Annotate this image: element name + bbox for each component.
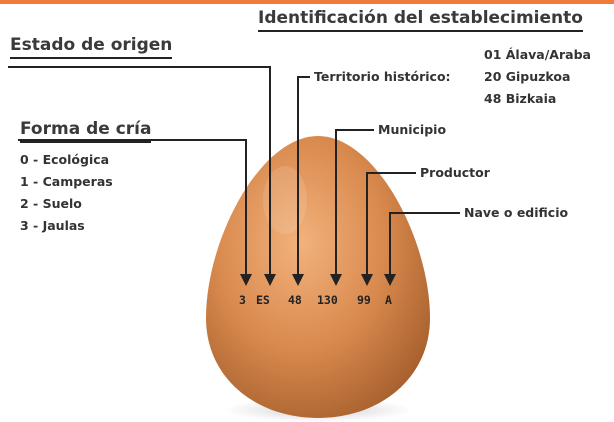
- heading-origin: Estado de origen: [10, 35, 173, 59]
- egg: [206, 136, 430, 418]
- farming-methods-list: 0 - Ecológica 1 - Camperas 2 - Suelo 3 -…: [20, 149, 113, 237]
- arrow-building: [384, 212, 460, 286]
- territory-label: Territorio histórico:: [314, 69, 451, 84]
- building-label: Nave o edificio: [464, 205, 569, 220]
- egg-code-building: A: [385, 293, 392, 307]
- accent-top-bar: [0, 0, 614, 4]
- farming-method: 0 - Ecológica: [20, 152, 110, 167]
- producer-label: Productor: [420, 165, 490, 180]
- egg-code-farming: 3: [239, 293, 246, 307]
- egg-code-territory: 48: [288, 293, 302, 307]
- farming-method: 1 - Camperas: [20, 174, 113, 189]
- egg-code-origin: ES: [256, 293, 270, 307]
- egg-highlight: [263, 166, 307, 234]
- territory-item: 20 Gipuzkoa: [484, 69, 571, 84]
- egg-code-municipality: 130: [317, 293, 338, 307]
- arrow-farming: [18, 139, 252, 286]
- territory-item: 48 Bizkaia: [484, 91, 557, 106]
- farming-method: 3 - Jaulas: [20, 218, 85, 233]
- egg-code: 3 ES 48 130 99 A: [239, 293, 409, 309]
- egg-code-producer: 99: [357, 293, 371, 307]
- heading-farming: Forma de cría: [20, 119, 152, 143]
- arrow-municipality: [330, 129, 374, 286]
- arrow-origin: [8, 66, 276, 286]
- farming-method: 2 - Suelo: [20, 196, 82, 211]
- municipality-label: Municipio: [378, 122, 447, 137]
- heading-establishment: Identificación del establecimiento: [258, 8, 583, 32]
- arrow-territory: [292, 76, 310, 286]
- arrow-producer: [361, 172, 416, 286]
- territory-item: 01 Álava/Araba: [484, 47, 591, 62]
